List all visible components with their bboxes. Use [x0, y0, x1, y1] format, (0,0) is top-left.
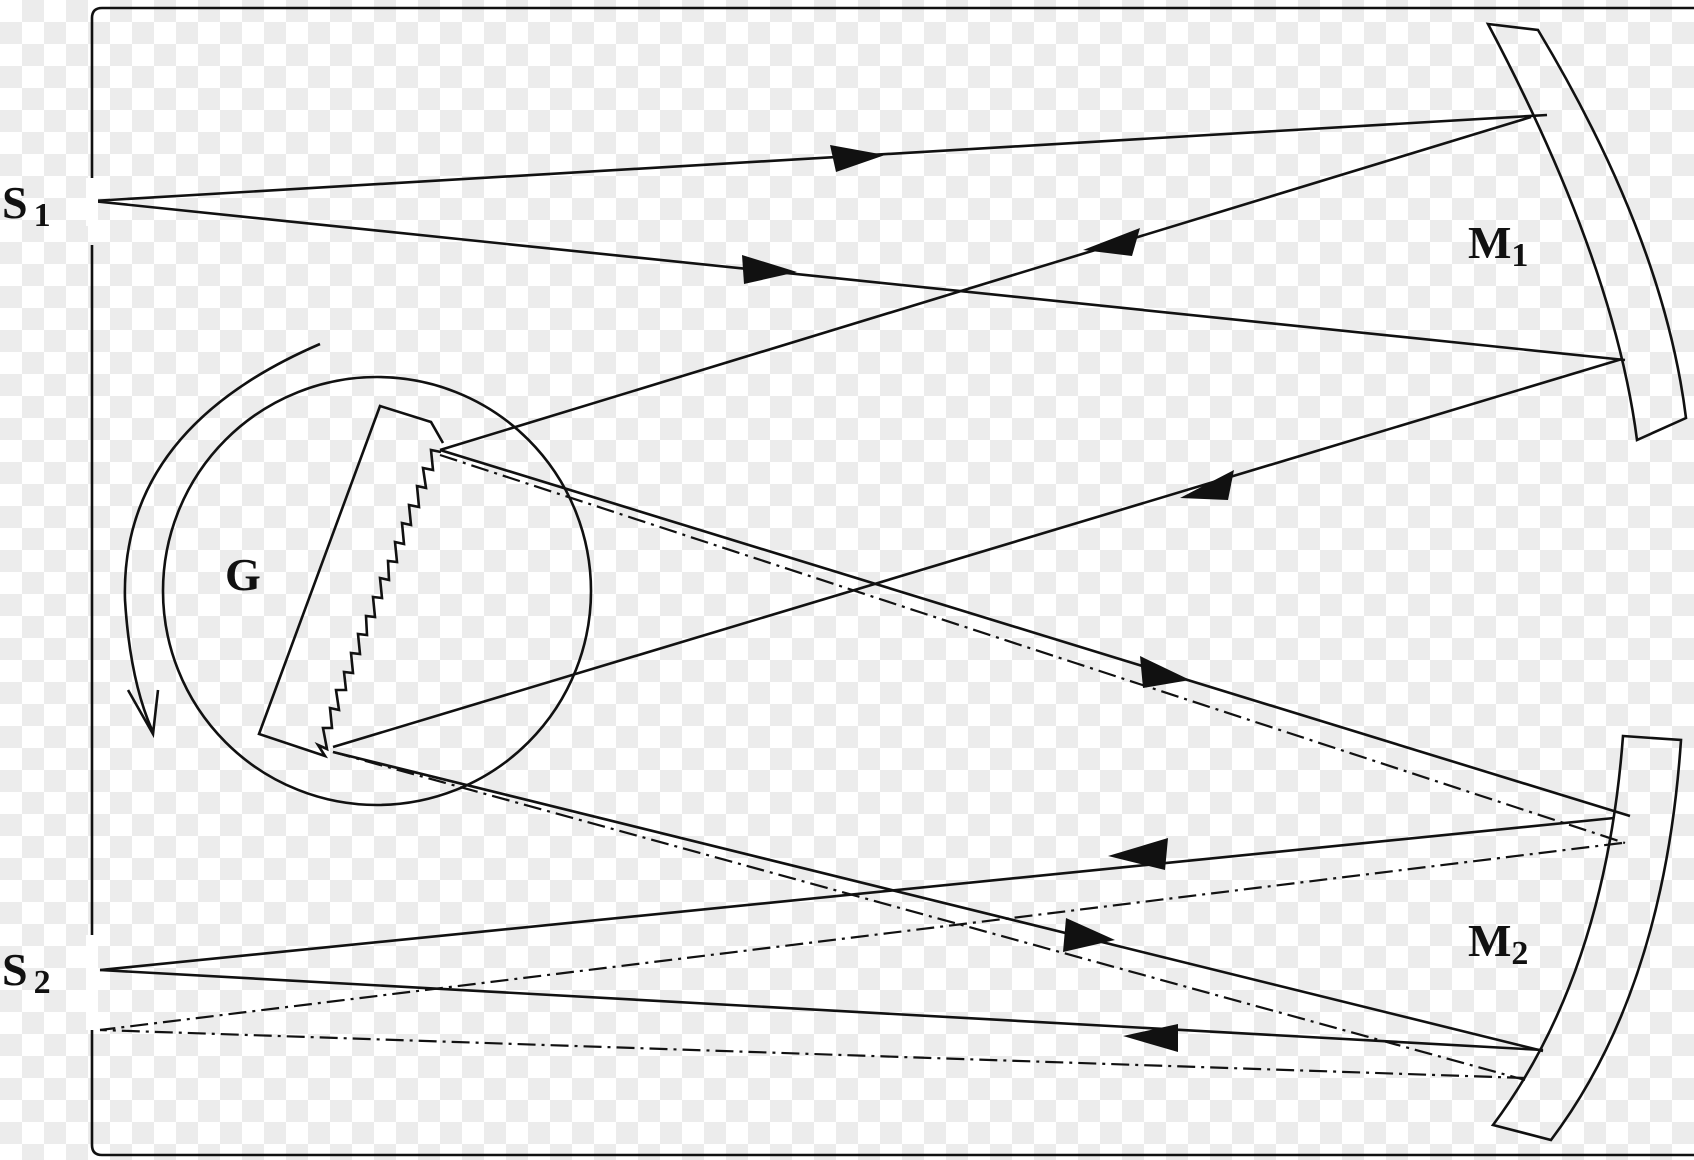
- alt-ray-grating-to-m2-lower: [332, 750, 1526, 1082]
- ray-m1-lower-to-grating: [332, 357, 1623, 749]
- mirror2-label: M2: [1468, 915, 1528, 972]
- exit-slit-gap: [86, 935, 98, 1030]
- alt-ray-m2-lower-to-s2: [99, 1028, 1526, 1080]
- arrow-head: [1123, 1024, 1178, 1052]
- housing-outline: [90, 6, 1694, 1157]
- ray-m2-upper-to-s2: [99, 816, 1615, 972]
- focusing-mirror: [1490, 734, 1683, 1142]
- rotation-arrow-icon: [126, 689, 160, 739]
- arrow-head: [1108, 838, 1168, 870]
- rotation-arc: [123, 342, 321, 731]
- ray-s1-to-m1-lower: [91, 199, 1626, 362]
- arrow-head: [1063, 918, 1115, 952]
- arrow-head: [1140, 656, 1190, 688]
- arrow-head: [1180, 470, 1234, 500]
- entrance-slit-gap: [86, 178, 98, 226]
- ray-grating-to-m2-lower: [332, 750, 1544, 1053]
- arrow-head: [742, 255, 797, 284]
- mirror1-label: M1: [1468, 217, 1528, 274]
- alt-ray-grating-to-m2-upper: [439, 453, 1626, 845]
- ray-m2-lower-to-s2: [99, 968, 1544, 1052]
- arrow-head: [1083, 228, 1140, 256]
- arrow-head: [830, 145, 885, 172]
- ray-grating-to-m2-upper: [439, 448, 1631, 818]
- ray-m1-upper-to-grating: [439, 115, 1532, 452]
- ray-s1-to-m1-upper: [91, 113, 1548, 203]
- grating-label: G: [225, 549, 261, 600]
- direction-arrows: [742, 145, 1234, 1052]
- diffraction-grating: [257, 404, 445, 759]
- collimating-mirror: [1485, 22, 1688, 442]
- grating-turntable-circle: [161, 375, 593, 807]
- alt-ray-m2-upper-to-s2: [99, 841, 1623, 1032]
